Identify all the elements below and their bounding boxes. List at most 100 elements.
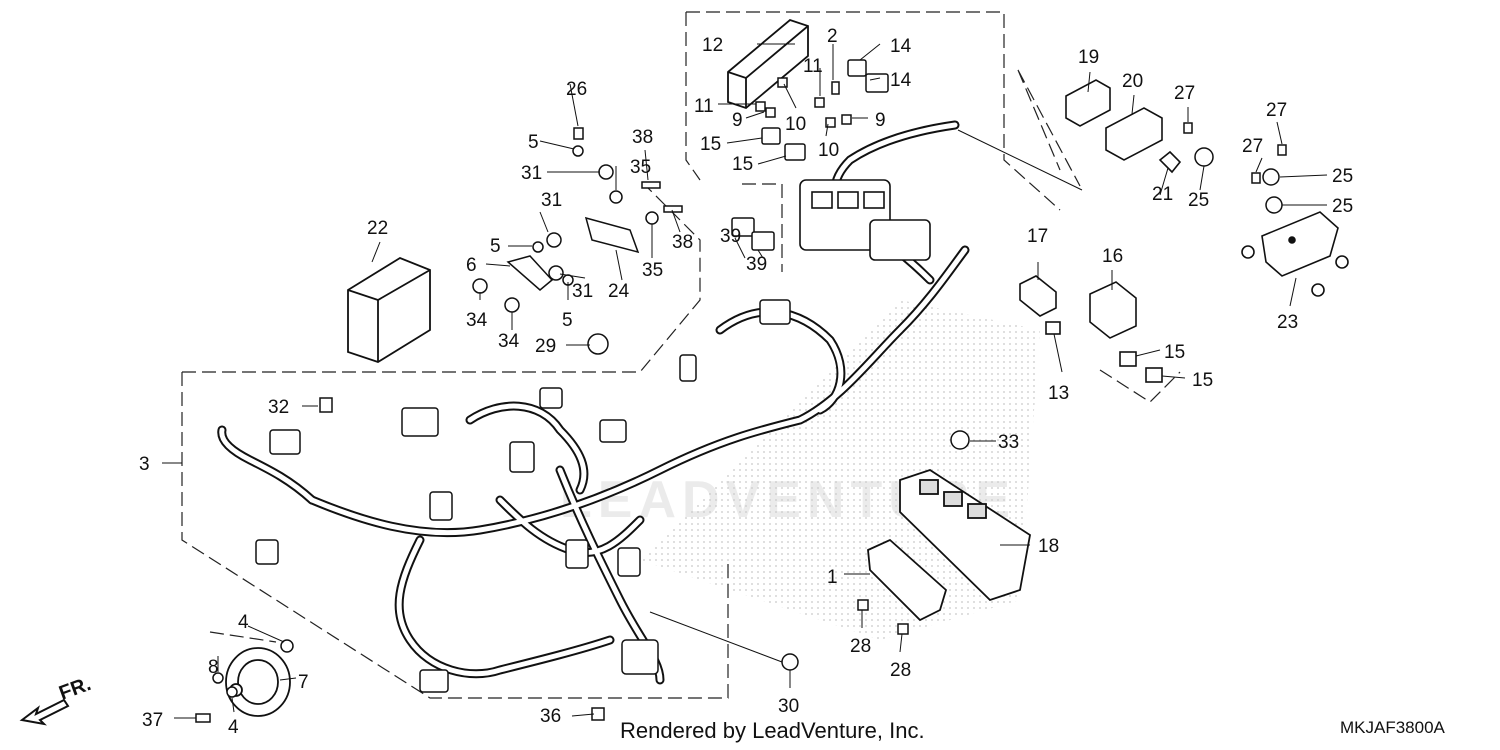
washer-35a (609, 190, 623, 204)
part-label: 3 (139, 454, 150, 475)
part-label: 5 (490, 236, 501, 257)
relay-17 (1019, 275, 1057, 317)
relay-39b (751, 231, 775, 251)
part-label: 12 (702, 35, 723, 56)
connector (599, 419, 627, 443)
part-label: 11 (694, 96, 714, 117)
part-label: 16 (1102, 246, 1123, 267)
bracket-23 (1241, 211, 1349, 297)
nut-31a (598, 164, 614, 180)
part-label: 7 (298, 672, 309, 693)
part-label: 25 (1332, 196, 1353, 217)
part-label: 28 (890, 660, 911, 681)
bracket-24 (584, 216, 640, 254)
bolt-37 (195, 713, 211, 723)
part-label: 25 (1188, 190, 1209, 211)
part-label: 34 (498, 331, 520, 352)
part-label: 30 (778, 696, 799, 717)
fuse-box-cover-12 (727, 18, 809, 110)
part-label: 24 (608, 281, 630, 302)
nut-8 (212, 672, 224, 684)
part-label: 4 (238, 612, 249, 633)
part-label: 13 (1048, 383, 1069, 404)
clip-32 (319, 397, 333, 413)
control-unit-22 (347, 256, 431, 363)
connector (419, 669, 449, 693)
part-label: 14 (890, 70, 912, 91)
connector (565, 539, 589, 569)
part-label: 38 (672, 232, 693, 253)
part-label: 32 (268, 397, 289, 418)
part-label: 14 (890, 36, 912, 57)
part-label: 39 (746, 254, 767, 275)
relay-16 (1089, 281, 1137, 339)
nut-31c (548, 265, 564, 281)
unit-19 (1065, 79, 1111, 127)
part-label: 35 (630, 157, 651, 178)
part-label: 6 (466, 255, 477, 276)
nut-5a (572, 145, 584, 157)
part-label: 1 (827, 567, 838, 588)
connector (401, 407, 439, 437)
relay-39a (731, 217, 755, 237)
part-label: 31 (572, 281, 593, 302)
connector (539, 387, 563, 409)
nut-31b (546, 232, 562, 248)
group-outline-horn (209, 631, 277, 643)
bolt-27b (1277, 144, 1287, 156)
fuse-10a (777, 77, 788, 88)
part-label: 29 (535, 336, 556, 357)
ecu-18 (899, 469, 1031, 602)
part-label: 19 (1078, 47, 1099, 68)
bolt-26 (573, 127, 584, 140)
part-label: 34 (466, 310, 488, 331)
group-outline-relays (742, 183, 783, 272)
part-label: 18 (1038, 536, 1059, 557)
part-label: 10 (785, 114, 806, 135)
relay-14a (847, 59, 867, 77)
part-label: 11 (803, 56, 823, 77)
relay-15c (1119, 351, 1137, 367)
module-1 (867, 538, 948, 622)
fuse-9a (765, 107, 776, 118)
fuse-11a (755, 101, 766, 112)
front-direction-indicator: FR. (18, 673, 118, 726)
clip-28a (857, 599, 869, 611)
grommet-25c (1265, 196, 1283, 214)
bracket-21 (1158, 150, 1182, 174)
part-label: 10 (818, 140, 839, 161)
part-label: 20 (1122, 71, 1143, 92)
part-label: 33 (998, 432, 1019, 453)
group-outline-fusebox (685, 11, 1061, 211)
part-label: 2 (827, 26, 838, 47)
connector (509, 441, 535, 473)
nut-34b (504, 297, 520, 313)
diagram-code: MKJAF3800A (1340, 718, 1445, 737)
group-outline-harness (181, 179, 729, 699)
fuse-2 (831, 81, 840, 95)
part-label: 31 (521, 163, 542, 184)
unit-20 (1105, 107, 1163, 161)
part-label: 28 (850, 636, 871, 657)
connector (269, 429, 301, 455)
grommet-25b (1262, 168, 1280, 186)
relay-15d (1145, 367, 1163, 383)
bolt-27a (1183, 122, 1193, 134)
part-label: 21 (1152, 184, 1173, 205)
part-label: 38 (632, 127, 653, 148)
part-label: 27 (1174, 83, 1195, 104)
part-label: 37 (142, 710, 163, 731)
part-label: 8 (208, 657, 219, 678)
stay-6 (506, 255, 554, 291)
part-label: 31 (541, 190, 562, 211)
part-label: 5 (562, 310, 573, 331)
connector (617, 547, 641, 577)
grommet-33 (950, 430, 970, 450)
part-label: 9 (732, 110, 743, 131)
part-label: 36 (540, 706, 561, 727)
part-label: 26 (566, 79, 587, 100)
connector (255, 539, 279, 565)
bolt-27c (1251, 172, 1261, 184)
dotted-shading (640, 300, 1040, 640)
part-label: 4 (228, 717, 239, 738)
